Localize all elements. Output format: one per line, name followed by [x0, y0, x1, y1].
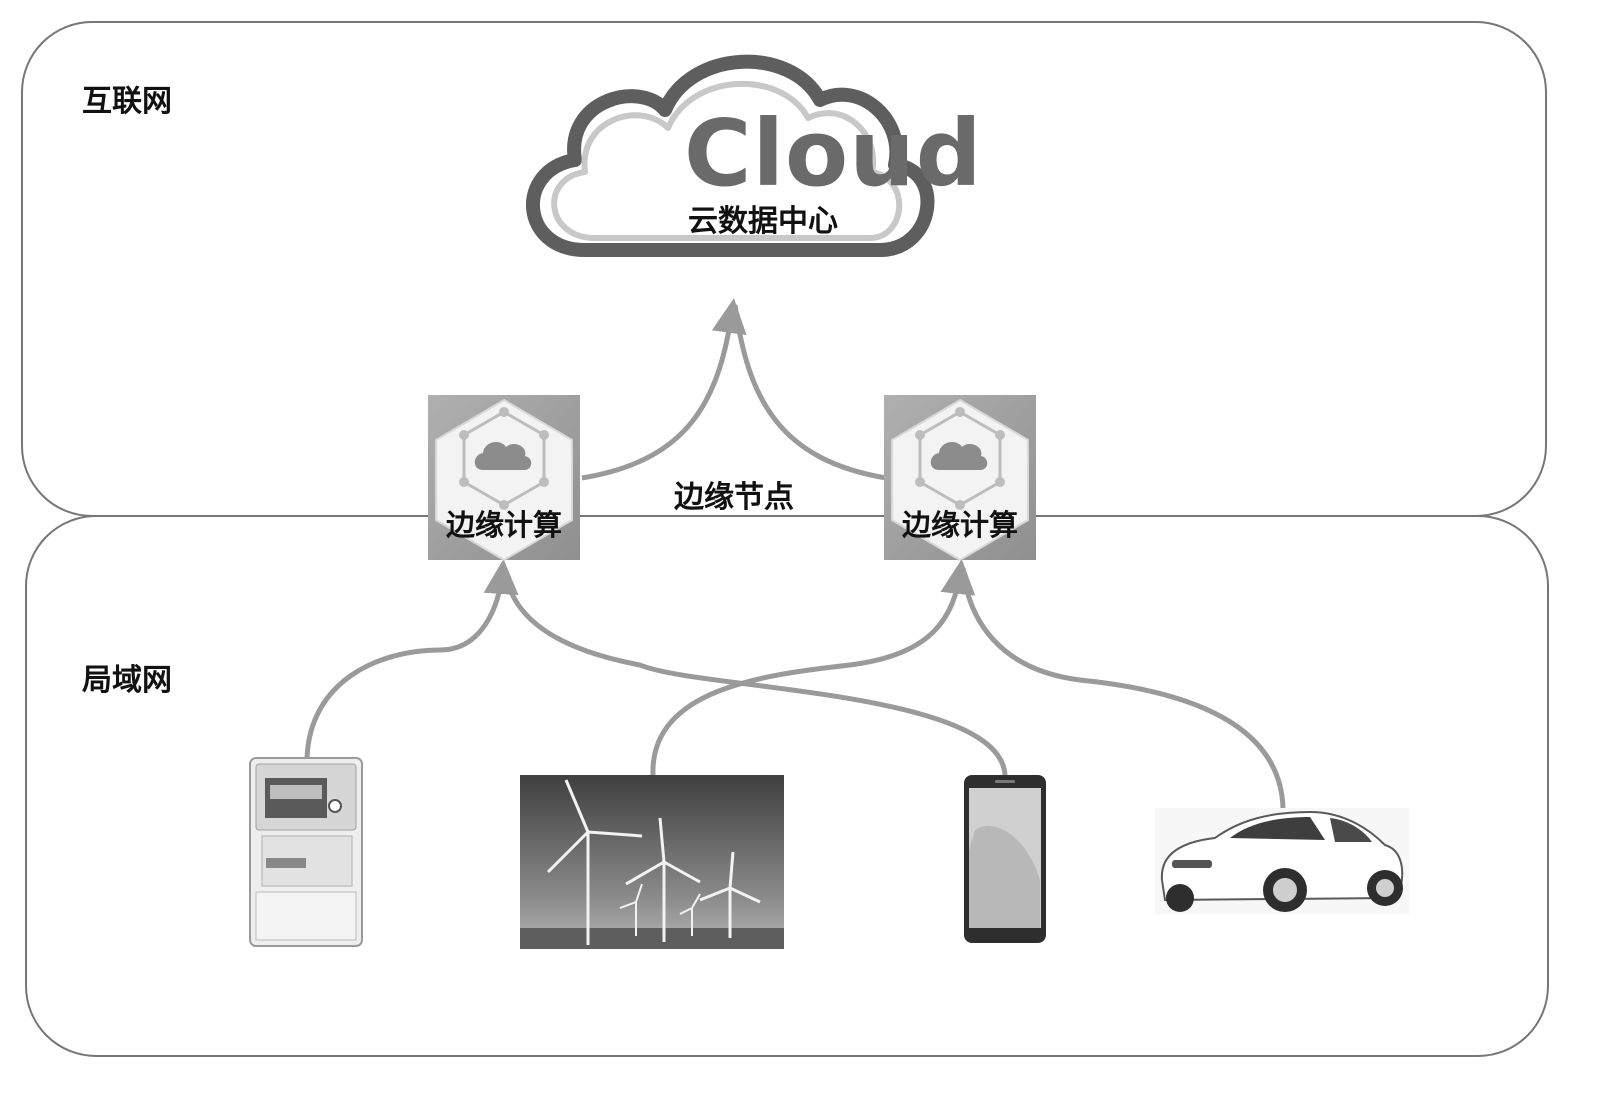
electricity-meter-icon [249, 757, 363, 947]
lan-zone [25, 515, 1549, 1057]
edge-node-1-label: 边缘计算 [445, 508, 562, 542]
connector-car-to-edge2 [960, 567, 1286, 809]
edge-node-caption: 边缘节点 [674, 480, 794, 515]
internet-zone-label: 互联网 [82, 84, 172, 119]
connector-edge1-to-cloud [581, 298, 747, 481]
cloud-title: Cloud [684, 100, 983, 207]
cloud-subtitle: 云数据中心 [688, 204, 838, 239]
connector-edge2-to-cloud [732, 304, 887, 481]
edge-computing-hexagon-icon [428, 395, 580, 562]
cloud-icon [525, 54, 935, 257]
connector-turbines-to-edge2 [650, 559, 976, 776]
connector-meter-to-edge1 [304, 559, 519, 759]
car-icon [1155, 808, 1409, 914]
smartphone-icon [964, 775, 1046, 943]
connector-phone-to-edge1 [502, 567, 1008, 776]
edge-computing-hexagon-icon [884, 395, 1036, 562]
wind-turbines-photo-icon [520, 775, 784, 949]
lan-zone-label: 局域网 [82, 663, 172, 698]
edge-node-2-label: 边缘计算 [901, 508, 1018, 542]
